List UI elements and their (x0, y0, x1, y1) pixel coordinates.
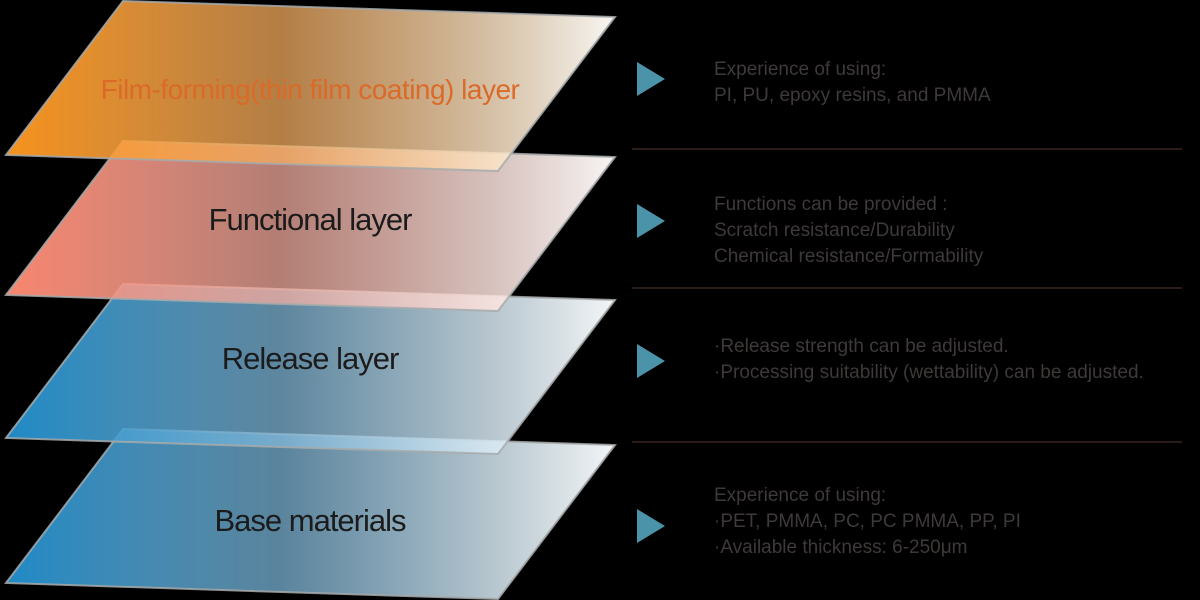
desc-film-forming-layer: Experience of using: PI, PU, epoxy resin… (714, 57, 991, 109)
sheet-label-film-forming: Film-forming(thin film coating) layer (100, 74, 520, 105)
desc-line: PI, PU, epoxy resins, and PMMA (714, 85, 991, 106)
sheet-label-release: Release layer (221, 341, 400, 376)
desc-line: Chemical resistance/Formability (714, 246, 984, 267)
desc-release-layer: ·Release strength can be adjusted. ·Proc… (714, 334, 1144, 386)
arrow-icon (637, 62, 665, 96)
desc-line: ·Processing suitability (wettability) ca… (714, 362, 1144, 383)
divider (632, 441, 1182, 443)
sheet-label-functional: Functional layer (208, 202, 413, 237)
desc-line: ·Release strength can be adjusted. (714, 336, 1009, 357)
desc-functional-layer: Functions can be provided : Scratch resi… (714, 192, 983, 270)
divider (632, 287, 1182, 289)
desc-line: Scratch resistance/Durability (714, 220, 955, 241)
desc-base-materials: Experience of using: ·PET, PMMA, PC, PC … (714, 483, 1021, 561)
divider (632, 148, 1182, 150)
desc-line: Functions can be provided : (714, 194, 948, 215)
desc-line: ·PET, PMMA, PC, PC PMMA, PP, PI (714, 511, 1021, 532)
desc-line: Experience of using: (714, 485, 887, 506)
arrow-icon (637, 509, 665, 543)
sheet-label-base-materials: Base materials (214, 503, 406, 538)
desc-line: ·Available thickness: 6-250μm (714, 537, 968, 558)
arrow-icon (637, 344, 665, 378)
sheet-film-forming-layer (4, 0, 617, 173)
desc-line: Experience of using: (714, 59, 887, 80)
arrow-icon (637, 204, 665, 238)
